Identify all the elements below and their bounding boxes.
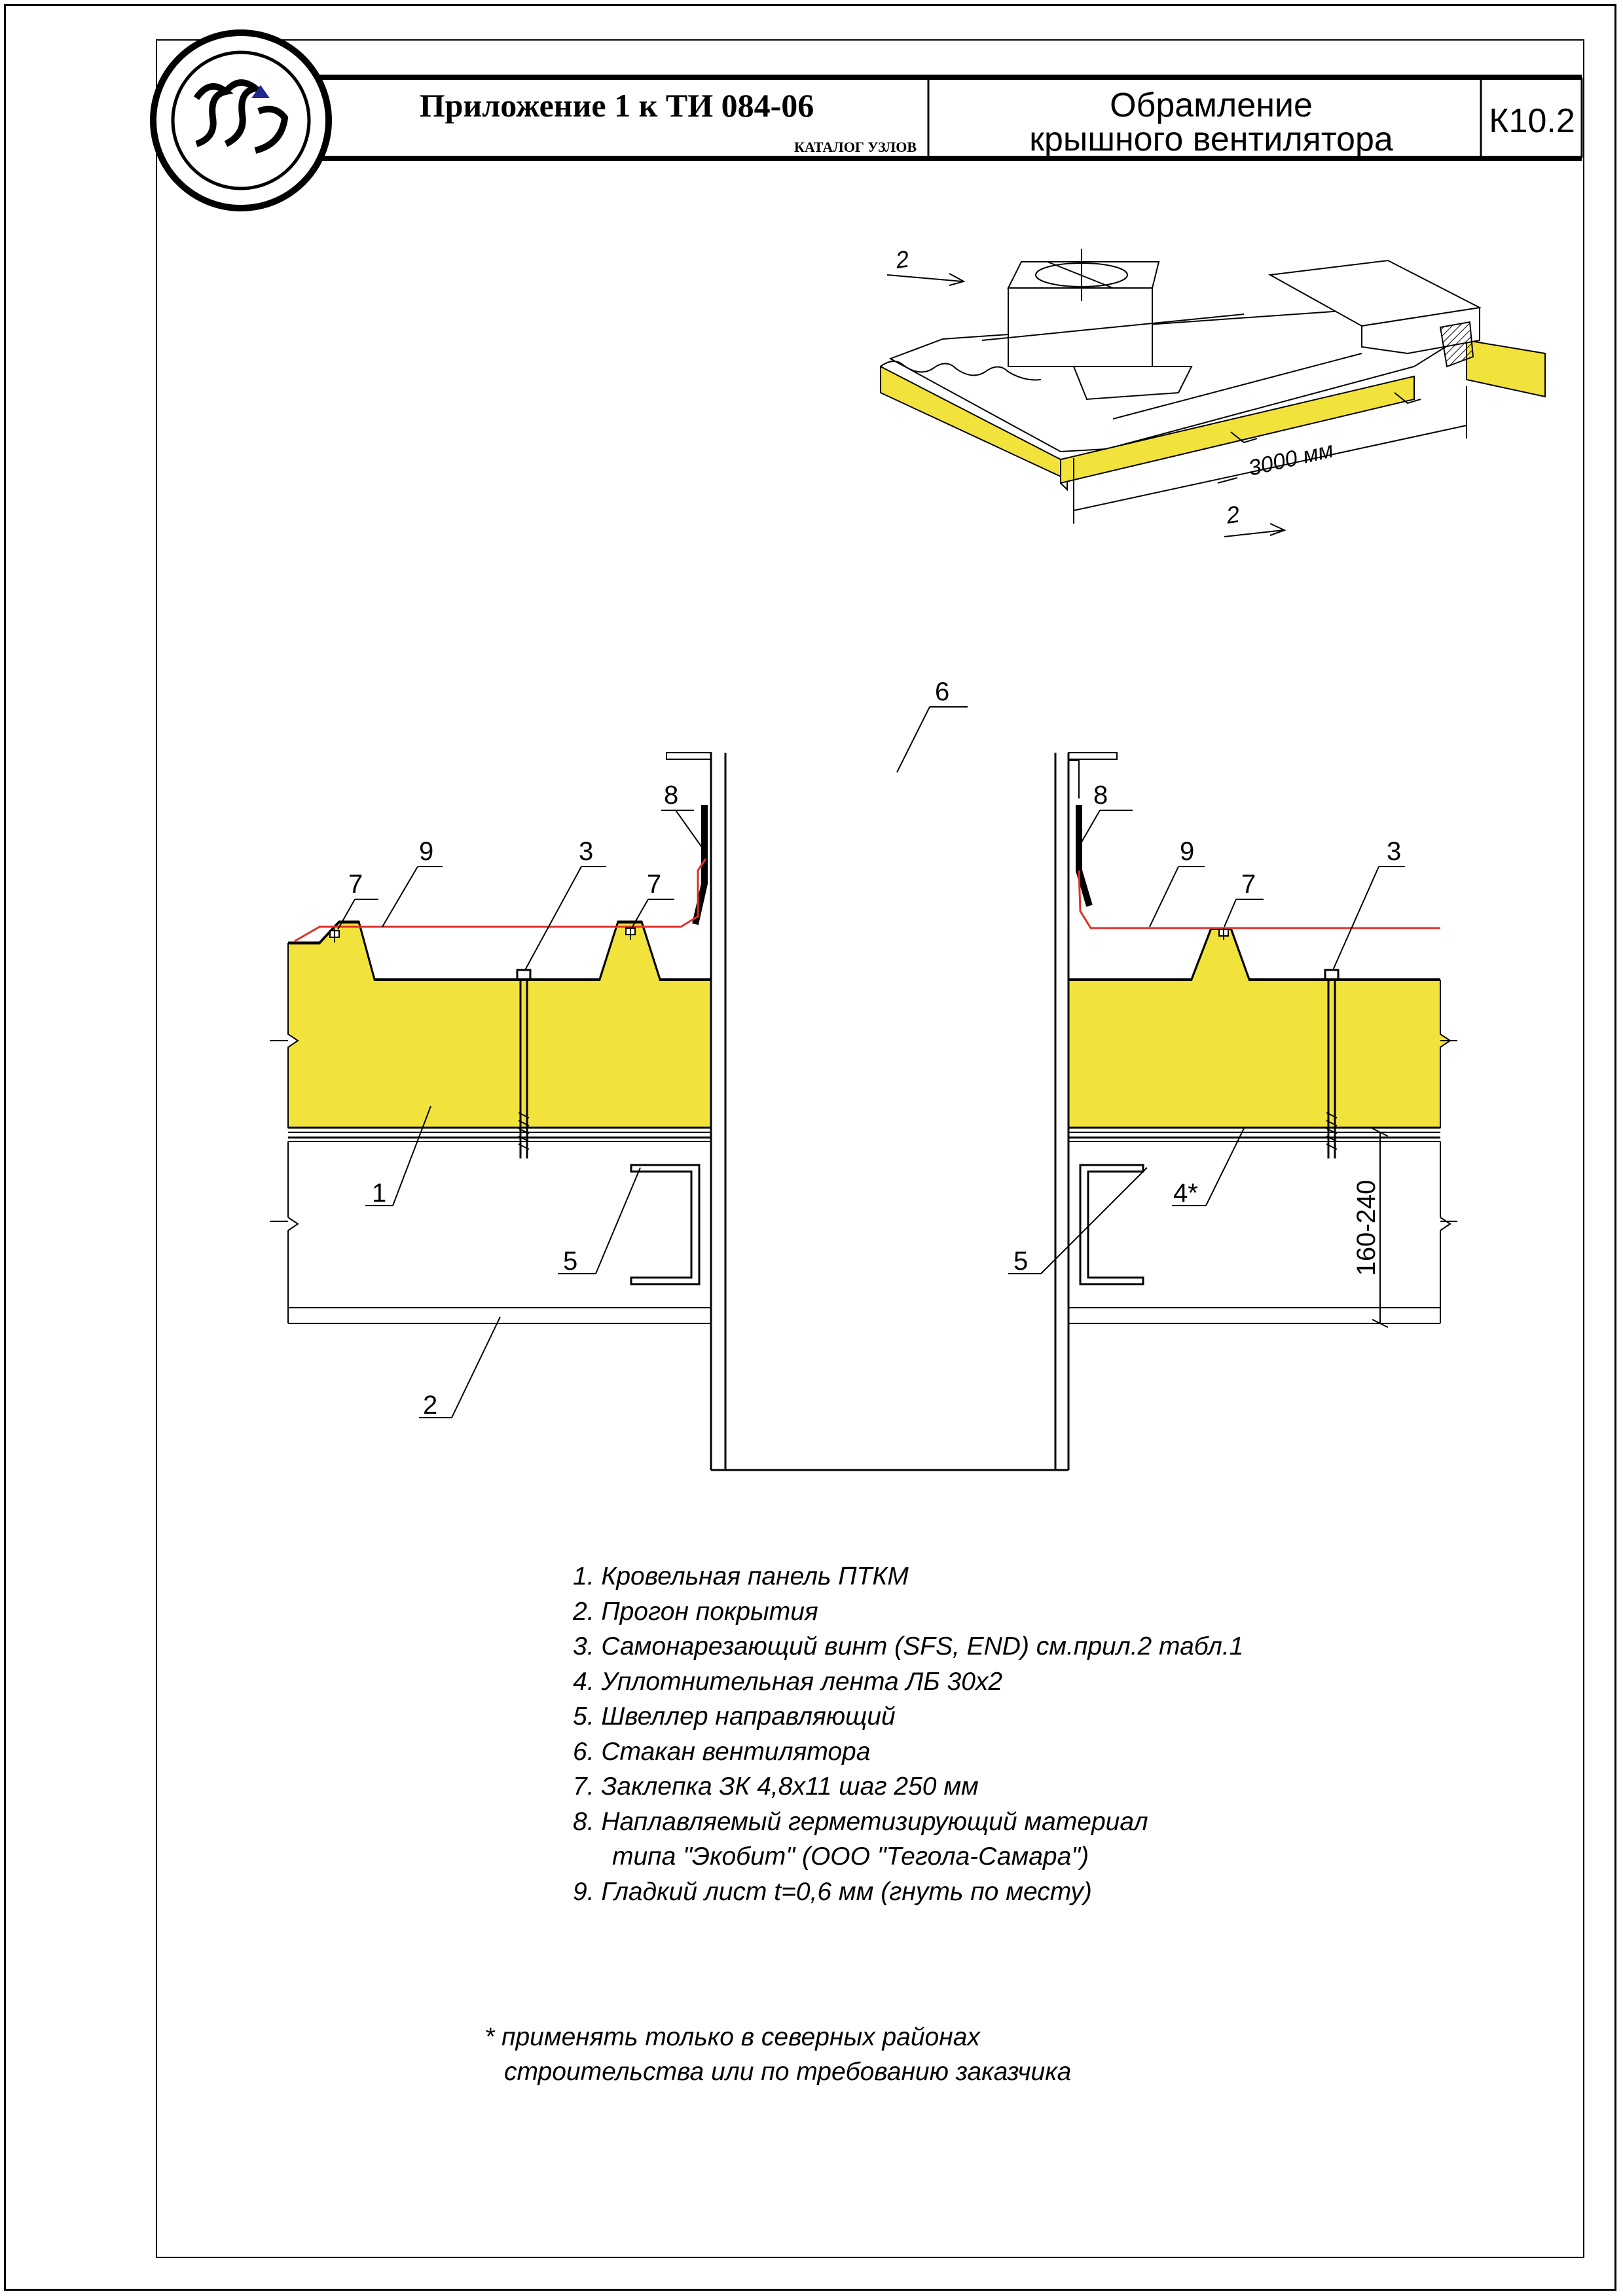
sheet-code: К10.2 (1489, 102, 1575, 140)
section-view (270, 706, 1457, 1471)
legend-item-continuation: типа "Экобит" (ООО "Тегола-Самара") (612, 1842, 1089, 1871)
sheet-title-line2: крышного вентилятора (1029, 120, 1393, 158)
company-logo (150, 29, 332, 211)
callout-2: 2 (423, 1391, 437, 1420)
leader-lines (337, 706, 1405, 1418)
callout-3-left: 3 (579, 837, 593, 866)
callout-7-a: 7 (348, 870, 363, 899)
legend-item: 5. Швеллер направляющий (573, 1702, 896, 1731)
section-mark-bottom: 2 (1224, 501, 1241, 529)
legend-item: 4. Уплотнительная лента ЛБ 30х2 (573, 1667, 1003, 1696)
callout-5-left: 5 (563, 1247, 577, 1276)
title-block: Приложение 1 к ТИ 084-06 КАТАЛОГ УЗЛОВ О… (150, 29, 1583, 211)
legend-item: 7. Заклепка ЗК 4,8х11 шаг 250 мм (573, 1772, 979, 1801)
sheet-outer-border (4, 4, 1616, 2291)
drawing-frame (156, 39, 1584, 2258)
sheet-title-line1: Обрамление (1110, 86, 1313, 124)
callout-8-left: 8 (664, 781, 678, 810)
legend-item: 9. Гладкий лист t=0,6 мм (гнуть по месту… (573, 1877, 1092, 1906)
appendix-title: Приложение 1 к ТИ 084-06 (420, 87, 814, 124)
legend-item: 8. Наплавляемый герметизирующий материал (573, 1807, 1148, 1836)
callout-7-c: 7 (1241, 870, 1256, 899)
callout-5-right: 5 (1013, 1247, 1028, 1276)
roof-panel-insulation-left (287, 922, 712, 1128)
rivet (329, 929, 340, 942)
insulation-front (1060, 375, 1415, 484)
footnote-line1: * применять только в северных районах (484, 2023, 980, 2051)
legend-item: 6. Стакан вентилятора (573, 1737, 871, 1766)
callout-9-right: 9 (1180, 837, 1194, 866)
self-tapping-screw-left (516, 969, 532, 1158)
rivet (1218, 928, 1229, 940)
footnote-line2: строительства или по требованию заказчик… (504, 2058, 1072, 2086)
legend: 1. Кровельная панель ПТКМ 2. Прогон покр… (573, 1559, 1555, 1909)
callout-1: 1 (372, 1179, 386, 1208)
callout-6: 6 (935, 677, 949, 706)
roof-panel-insulation-right (1068, 929, 1451, 1128)
dimension-3000: 3000 мм (1246, 437, 1336, 481)
perspective-view (880, 249, 1546, 537)
rivet (625, 927, 636, 940)
callout-8-right: 8 (1093, 781, 1108, 810)
callout-4: 4* (1173, 1179, 1198, 1208)
dimension-160-240: 160-240 (1352, 1180, 1381, 1276)
callout-9-left: 9 (419, 837, 433, 866)
callout-labels: 6 8 8 9 9 3 3 7 7 7 1 4* 5 5 2 (348, 677, 1401, 1420)
callout-7-b: 7 (647, 870, 661, 899)
catalog-label: КАТАЛОГ УЗЛОВ (794, 139, 917, 155)
self-tapping-screw-right (1324, 969, 1340, 1158)
section-mark-top: 2 (893, 245, 911, 274)
legend-item: 2. Прогон покрытия (573, 1597, 818, 1626)
legend-item: 1. Кровельная панель ПТКМ (573, 1562, 909, 1590)
legend-item: 3. Самонарезающий винт (SFS, END) см.при… (573, 1632, 1244, 1660)
callout-3-right: 3 (1387, 837, 1401, 866)
footnote: * применять только в северных районах ст… (484, 2020, 1071, 2089)
